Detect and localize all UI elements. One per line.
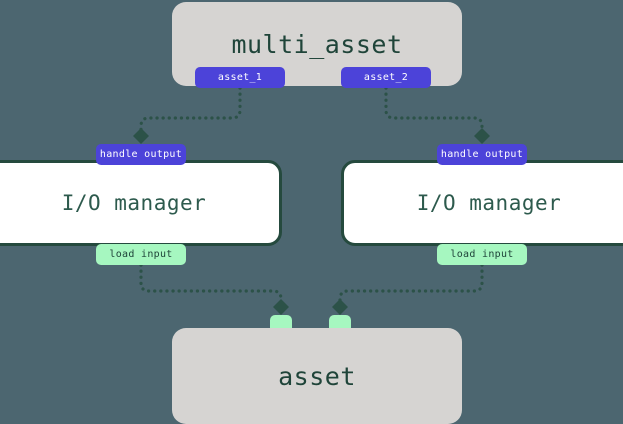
node-io-manager-right[interactable]: I/O manager [341, 160, 623, 246]
port-output-asset-2-label: asset_2 [363, 72, 409, 83]
port-load-input-right-label: load input [450, 249, 514, 260]
edge-asset1-to-handle-output-left [133, 86, 242, 144]
port-handle-output-left[interactable]: handle output [96, 144, 186, 165]
port-output-asset-1-label: asset_1 [217, 72, 263, 83]
port-load-input-left[interactable]: load input [96, 244, 186, 265]
node-asset[interactable]: asset [172, 328, 462, 424]
node-io-manager-right-label: I/O manager [416, 191, 562, 215]
edge-asset2-to-handle-output-right [384, 86, 490, 144]
node-io-manager-left-label: I/O manager [61, 191, 207, 215]
port-output-asset-1[interactable]: asset_1 [195, 67, 285, 88]
port-handle-output-right-label: handle output [440, 149, 524, 160]
port-load-input-left-label: load input [109, 249, 173, 260]
node-io-manager-left[interactable]: I/O manager [0, 160, 282, 246]
port-output-asset-2[interactable]: asset_2 [341, 67, 431, 88]
edge-load-input-right-to-asset [332, 263, 484, 315]
node-asset-label: asset [278, 361, 356, 391]
edge-load-input-left-to-asset [139, 263, 289, 315]
port-handle-output-left-label: handle output [99, 149, 183, 160]
port-load-input-right[interactable]: load input [437, 244, 527, 265]
node-multi-asset-label: multi_asset [231, 29, 403, 59]
port-handle-output-right[interactable]: handle output [437, 144, 527, 165]
